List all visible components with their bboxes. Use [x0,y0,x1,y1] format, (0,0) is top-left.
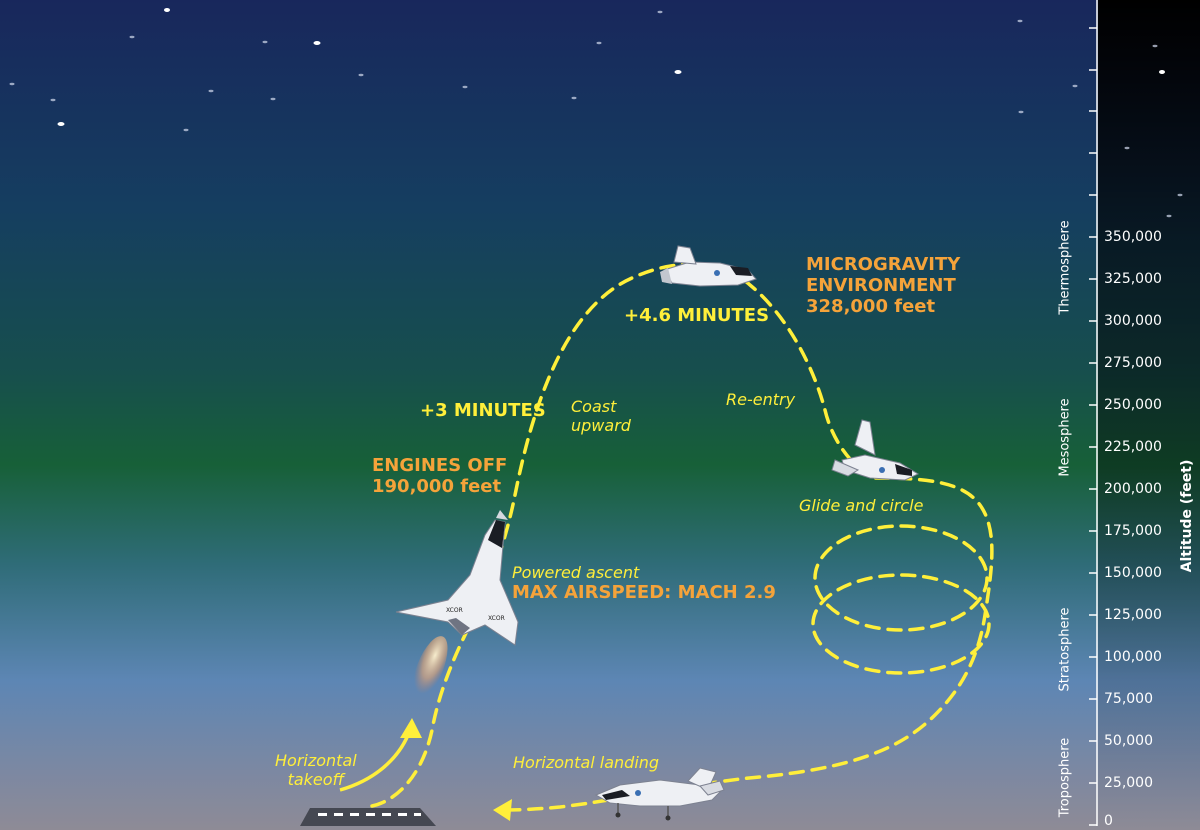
star [1017,19,1023,23]
takeoff-line-1: Horizontal [275,751,357,770]
takeoff-arrow-line [339,729,412,792]
engines-off-line-1: ENGINES OFF [372,455,508,476]
star [657,10,663,14]
layer-label-troposphere: Troposphere [1057,737,1073,818]
microgravity-line-2: ENVIRONMENT [806,275,956,296]
coast-line-1: Coast [571,397,617,416]
glide-loop-upper [813,524,989,632]
altitude-tick-label: 300,000 [1104,313,1162,329]
minutes-3-label: +3 MINUTES [420,400,546,421]
star [1166,214,1172,218]
star [1152,44,1158,48]
microgravity-altitude: 328,000 feet [806,296,936,317]
engines-off-altitude: 190,000 feet [372,476,502,497]
star [57,122,65,126]
powered-ascent-line: Powered ascent [512,563,640,582]
star [596,41,602,45]
altitude-tick-label: 350,000 [1104,229,1162,245]
star [462,85,468,89]
altitude-tick-label: 100,000 [1104,649,1162,665]
altitude-tick-label: 150,000 [1104,565,1162,581]
vehicle-landing [594,767,725,821]
layer-label-thermosphere: Thermosphere [1057,220,1073,315]
microgravity-line-1: MICROGRAVITY [806,254,961,275]
minutes-46-label: +4.6 MINUTES [624,305,770,326]
star [9,82,15,86]
runway [300,808,436,826]
star [1177,193,1183,197]
altitude-tick-label: 125,000 [1104,607,1162,623]
vehicle-ascending: XCOR XCOR [395,510,519,646]
reentry-label: Re-entry [726,390,796,409]
star [208,89,214,93]
axis-background [1098,0,1200,830]
altitude-tick-label: 325,000 [1104,271,1162,287]
coast-upward-label: Coast upward [571,397,631,435]
xcor-marking: XCOR [446,607,463,614]
microgravity-label: MICROGRAVITY ENVIRONMENT 328,000 feet [806,254,960,317]
horizontal-landing-label: Horizontal landing [513,753,660,772]
star [674,70,682,74]
altitude-tick-label: 50,000 [1104,733,1153,749]
layer-label-stratosphere: Stratosphere [1057,607,1073,692]
glide-loop-lower [811,573,991,675]
stars [9,8,1183,218]
star [1124,146,1130,150]
star [270,97,276,101]
layer-label-mesosphere: Mesosphere [1057,398,1073,477]
altitude-tick-label: 275,000 [1104,355,1162,371]
vehicle-apogee [660,245,757,287]
star [129,35,135,39]
coast-line-2: upward [571,416,631,435]
vehicle-reentry [831,419,920,481]
horizontal-takeoff-label: Horizontal takeoff [275,751,357,789]
star [1159,70,1165,74]
glide-label: Glide and circle [799,496,924,515]
altitude-tick-label: 250,000 [1104,397,1162,413]
star [262,40,268,44]
star [1072,84,1078,88]
altitude-tick-label: 75,000 [1104,691,1153,707]
max-airspeed-line: MAX AIRSPEED: MACH 2.9 [512,582,776,603]
star [50,98,56,102]
landing-arrowhead [493,799,512,821]
altitude-tick-label: 225,000 [1104,439,1162,455]
exhaust-plume [412,636,448,700]
star [358,73,364,77]
star [183,128,189,132]
altitude-tick-label: 25,000 [1104,775,1153,791]
altitude-tick-label: 200,000 [1104,481,1162,497]
powered-ascent-label: Powered ascent MAX AIRSPEED: MACH 2.9 [512,563,776,603]
star [571,96,577,100]
takeoff-arrowhead [400,718,422,738]
star [313,41,321,45]
xcor-marking: XCOR [488,615,505,622]
altitude-axis-title: Altitude (feet) [1179,459,1195,573]
takeoff-line-2: takeoff [287,770,345,789]
altitude-axis [1089,0,1098,826]
star [164,8,170,12]
engines-off-label: ENGINES OFF 190,000 feet [372,455,507,497]
altitude-tick-label: 0 [1104,813,1113,829]
star [1018,110,1024,114]
altitude-tick-label: 175,000 [1104,523,1162,539]
